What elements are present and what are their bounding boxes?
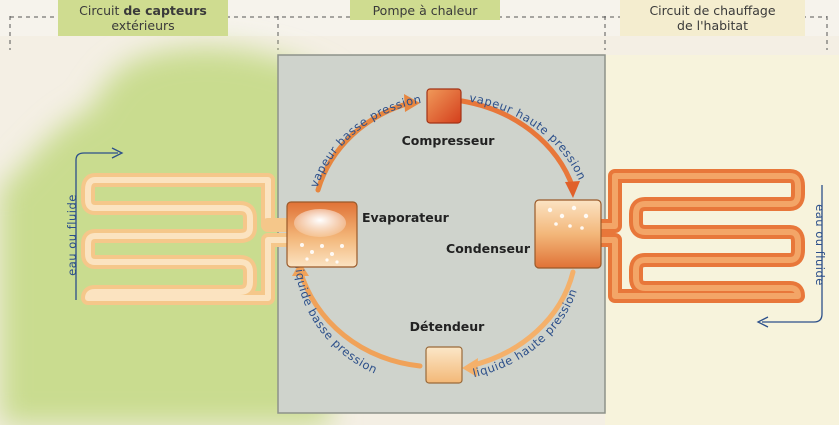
- evaporator-drops: [300, 243, 344, 264]
- compressor-box: [426, 88, 462, 124]
- header-left-bold: de capteurs: [123, 3, 207, 18]
- left-flow-arrowhead: [111, 147, 124, 159]
- condenser-label: Condenseur: [446, 241, 531, 256]
- left-flow-arrow: [75, 152, 118, 300]
- right-flow-arrowhead: [756, 316, 769, 328]
- header-right-line1: Circuit de chauffage: [649, 3, 776, 18]
- header-center: Pompe à chaleur: [350, 3, 500, 18]
- condenser-box: [534, 199, 602, 269]
- header-box-right: [620, 0, 805, 36]
- right-side-label: eau ou fluide: [813, 204, 827, 286]
- header-left-line2: extérieurs: [111, 18, 175, 33]
- header-center-text: Pompe à chaleur: [372, 3, 478, 18]
- header-left: Circuit de capteurs extérieurs: [58, 3, 228, 33]
- left-side-label: eau ou fluide: [65, 194, 79, 276]
- compressor-label: Compresseur: [402, 133, 496, 148]
- condenser-drops: [547, 205, 589, 230]
- expander-box: [425, 346, 463, 384]
- header-left-prefix: Circuit: [79, 3, 124, 18]
- cycle-arrows: [297, 98, 576, 369]
- heating-coil: [585, 169, 805, 303]
- header-box-left: [58, 0, 228, 36]
- header-box-center: [350, 0, 500, 20]
- cycle-arrowheads: [292, 94, 580, 377]
- evaporator-mist: [294, 209, 346, 237]
- evaporator-label: Evaporateur: [362, 210, 450, 225]
- right-flow-arrow: [762, 185, 823, 323]
- expander-label: Détendeur: [410, 319, 486, 334]
- header-right-line2: de l'habitat: [677, 18, 748, 33]
- header-right: Circuit de chauffage de l'habitat: [620, 3, 805, 33]
